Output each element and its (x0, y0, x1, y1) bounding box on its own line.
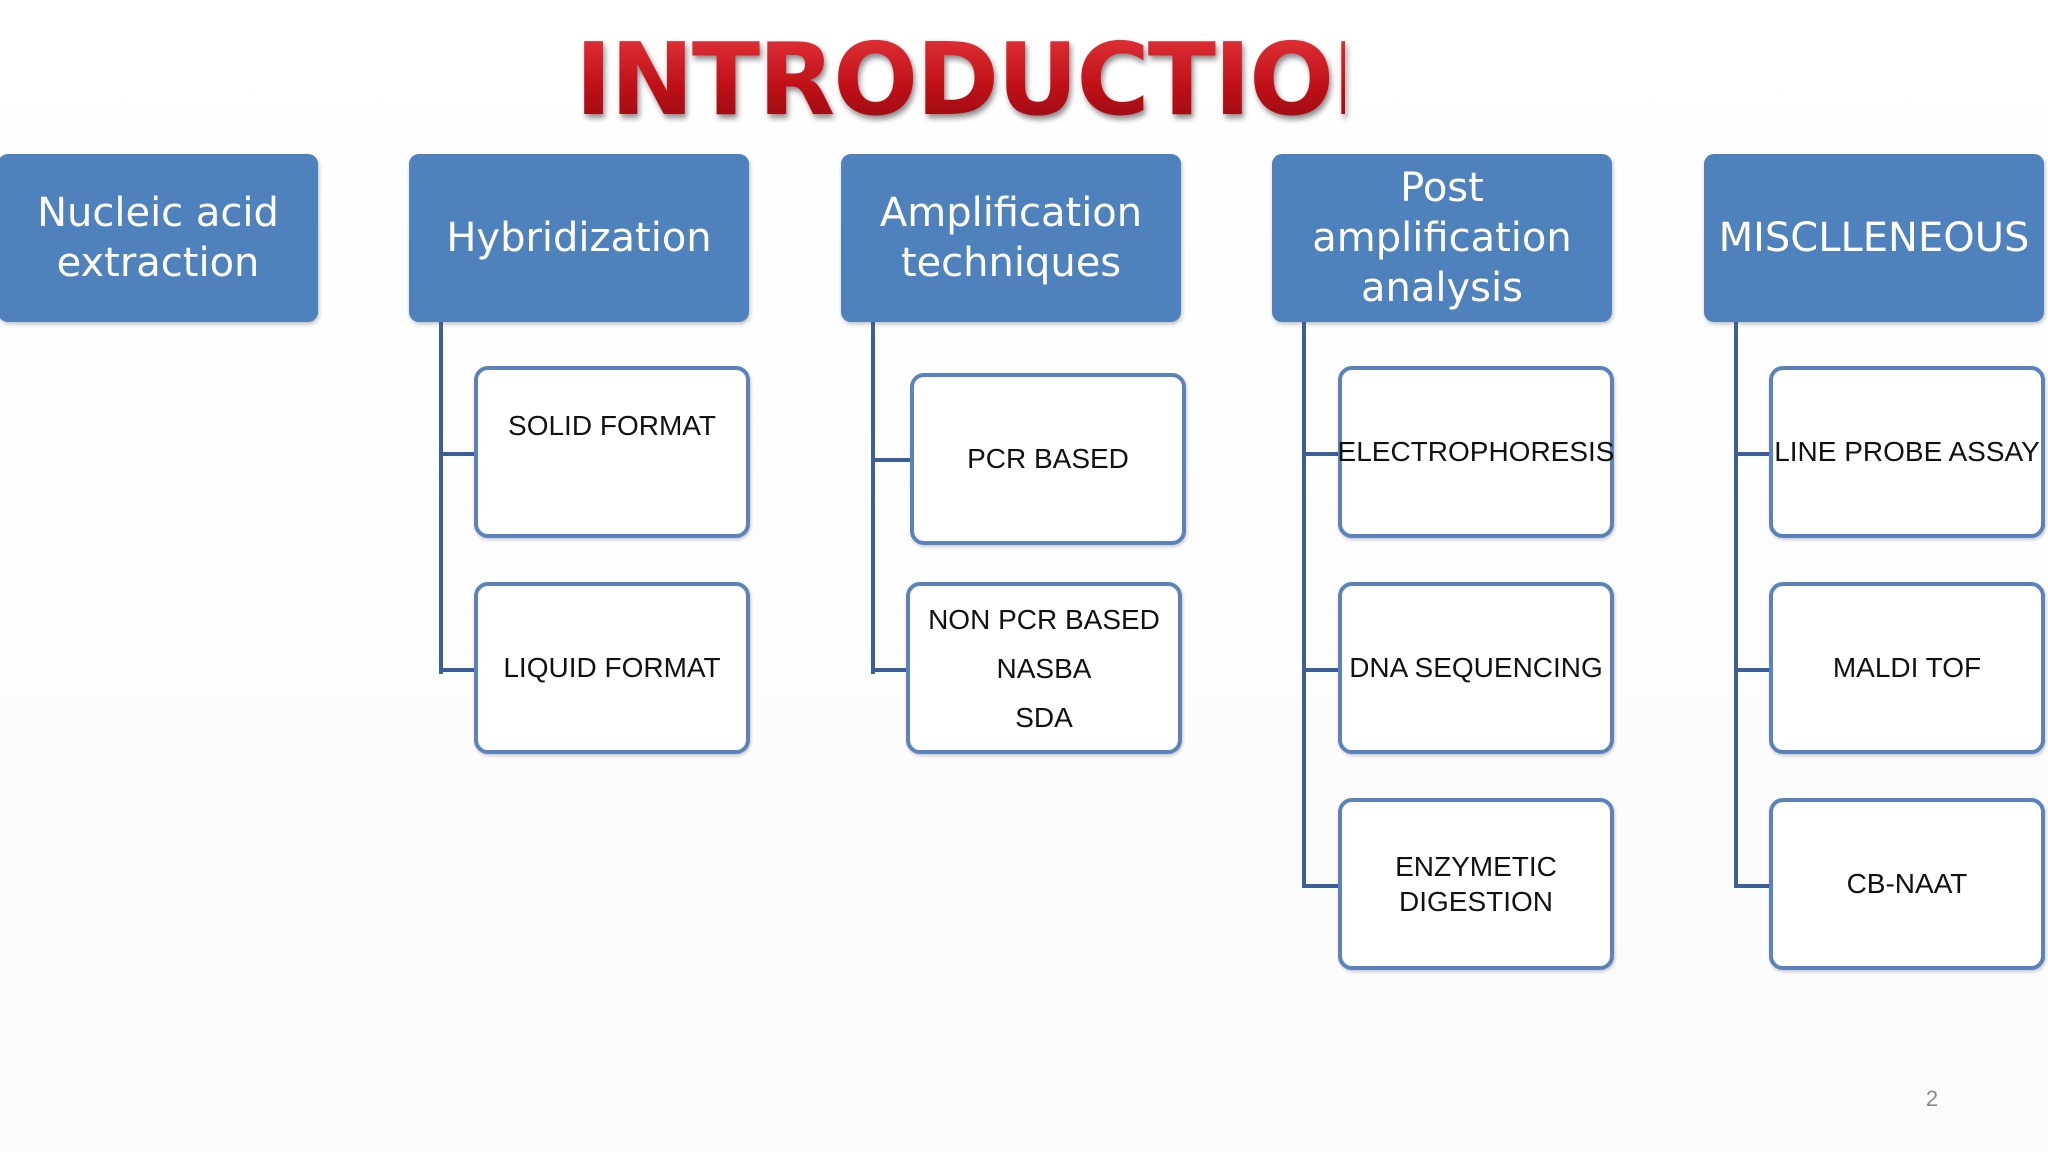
slide-title: INTRODUCTION (575, 21, 1416, 138)
node-label: MALDI TOF (1832, 652, 1982, 683)
node-liquid-format: LIQUID FORMAT (474, 582, 750, 754)
node-electrophoresis: ELECTROPHORESIS (1338, 366, 1614, 538)
node-non-pcr-based: NON PCR BASED NASBA SDA (906, 582, 1182, 754)
connector-branch (871, 668, 908, 672)
header-hybridization: Hybridization (409, 154, 749, 322)
node-label: PCR BASED (967, 443, 1129, 474)
node-solid-format: SOLID FORMAT (474, 366, 750, 538)
node-label: LINE PROBE ASSAY (1774, 436, 2040, 467)
node-label: CB-NAAT (1846, 868, 1968, 899)
connector-vertical-miscleneous (1734, 322, 1738, 888)
connector-branch (439, 452, 475, 456)
node-label: ELECTROPHORESIS (1337, 436, 1615, 467)
header-miscleneous: MISCLLENEOUS (1704, 154, 2044, 322)
node-label-line: NASBA (996, 652, 1092, 684)
node-label: SOLID FORMAT (508, 410, 716, 441)
connector-vertical-post-amplification (1302, 322, 1306, 888)
node-label-line: DIGESTION (1398, 886, 1553, 917)
page-number: 2 (1925, 1086, 1939, 1111)
connector-branch (1302, 668, 1340, 672)
connector-vertical-amplification (871, 322, 875, 674)
connector-branch (871, 458, 912, 462)
node-label: DNA SEQUENCING (1349, 652, 1603, 683)
node-dna-sequencing: DNA SEQUENCING (1338, 582, 1614, 754)
header-nucleic-acid-extraction: Nucleic acid extraction (0, 154, 318, 322)
connector-branch (1734, 668, 1772, 672)
connector-branch (1734, 884, 1772, 888)
node-line-probe-assay: LINE PROBE ASSAY (1769, 366, 2045, 538)
connector-branch (1302, 884, 1340, 888)
header-amplification-techniques: Amplification techniques (841, 154, 1181, 322)
connector-branch (1302, 452, 1340, 456)
node-cb-naat: CB-NAAT (1769, 798, 2045, 970)
header-post-amplification-analysis: Post amplification analysis (1272, 154, 1612, 322)
node-enzymetic-digestion: ENZYMETIC DIGESTION (1338, 798, 1614, 970)
node-label-line: ENZYMETIC (1395, 851, 1557, 882)
connector-branch (1734, 452, 1772, 456)
node-label: LIQUID FORMAT (503, 652, 721, 683)
node-maldi-tof: MALDI TOF (1769, 582, 2045, 754)
node-pcr-based: PCR BASED (910, 373, 1186, 545)
connector-vertical-hybridization (439, 322, 443, 674)
node-label-line: NON PCR BASED (928, 603, 1160, 635)
node-label-line: SDA (1015, 701, 1073, 733)
connector-branch (439, 668, 475, 672)
